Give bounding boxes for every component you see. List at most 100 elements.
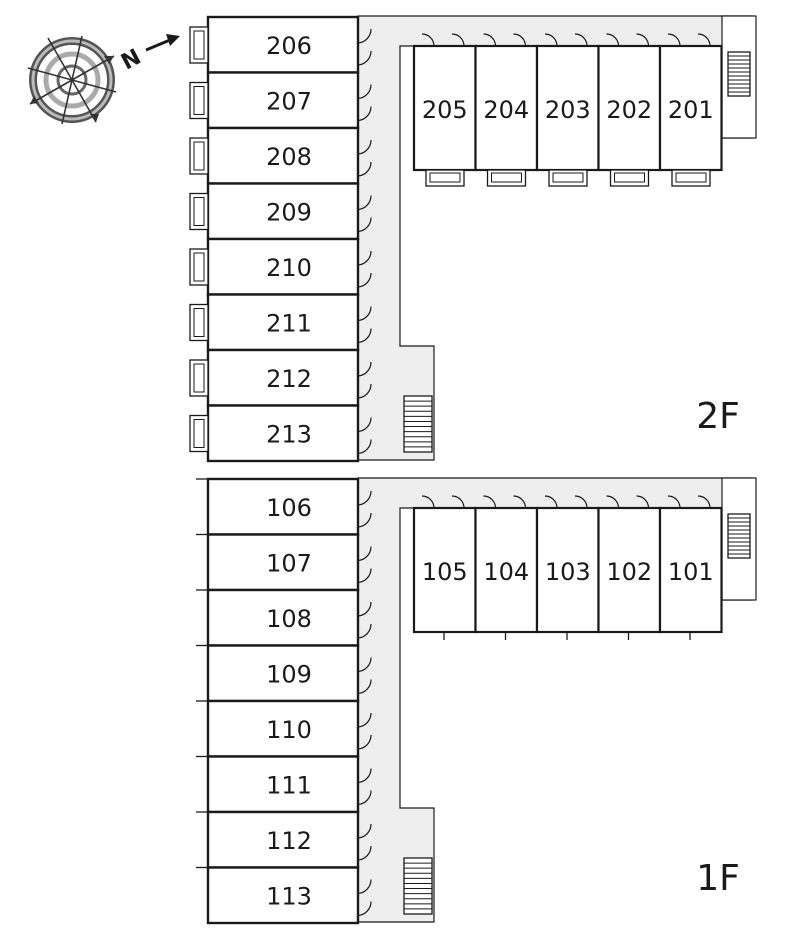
unit-label-110: 110 [266,716,312,744]
door-icon [574,495,588,509]
floor-label-2f: 2F [696,396,740,437]
door-icon [357,161,372,177]
unit-211: 211 [189,293,372,352]
door-icon [357,28,372,44]
unit-103: 103 [535,495,600,640]
unit-label-102: 102 [606,558,652,586]
door-icon [357,439,372,455]
unit-107: 107 [196,533,372,592]
unit-105: 105 [412,495,477,640]
unit-label-104: 104 [483,558,529,586]
unit-109: 109 [196,644,372,703]
unit-label-113: 113 [266,882,312,910]
door-icon [357,250,372,266]
unit-209: 209 [189,182,372,241]
balcony [189,192,209,231]
unit-label-202: 202 [606,96,652,124]
balcony [189,414,209,453]
unit-label-205: 205 [422,96,468,124]
door-icon [357,361,372,377]
door-icon [421,33,435,47]
stairs-icon [727,51,751,97]
unit-208: 208 [189,126,372,185]
door-icon [636,33,650,47]
door-icon [697,33,711,47]
door-icon [357,217,372,233]
unit-212: 212 [189,348,372,407]
balcony [671,169,711,187]
unit-label-112: 112 [266,827,312,855]
compass-rose-icon [27,35,117,125]
unit-label-111: 111 [266,771,312,799]
door-icon [357,623,372,639]
door-icon [357,512,372,528]
door-icon [357,546,372,562]
unit-102: 102 [597,495,662,640]
door-icon [357,417,372,433]
unit-201: 201 [658,33,723,187]
door-icon [357,823,372,839]
unit-label-211: 211 [266,309,312,337]
balcony [189,137,209,175]
door-icon [357,790,372,806]
unit-label-210: 210 [266,254,312,282]
door-icon [357,328,372,344]
door-icon [357,383,372,399]
unit-204: 204 [474,33,539,187]
unit-label-207: 207 [266,87,312,115]
door-icon [357,845,372,861]
balcony [425,169,465,187]
balcony [189,26,209,64]
unit-label-107: 107 [266,549,312,577]
unit-210: 210 [189,237,372,296]
north-indicator: N [117,34,180,75]
door-icon [451,33,465,47]
balcony [609,169,650,187]
unit-203: 203 [535,33,600,187]
unit-label-208: 208 [266,143,312,171]
unit-label-206: 206 [266,32,312,60]
unit-202: 202 [597,33,662,187]
unit-label-106: 106 [266,494,312,522]
unit-108: 108 [196,588,372,647]
door-icon [421,495,435,509]
door-icon [574,33,588,47]
door-icon [357,106,372,122]
door-icon [357,568,372,584]
unit-label-103: 103 [545,558,591,586]
door-icon [357,306,372,322]
door-icon [357,657,372,673]
unit-106: 106 [196,477,372,536]
stairs-icon [403,857,433,915]
door-icon [513,33,527,47]
unit-206: 206 [189,15,372,74]
stairs-icon [727,513,751,559]
unit-label-201: 201 [668,96,714,124]
door-icon [636,495,650,509]
stairs-icon [403,395,433,453]
door-icon [544,33,558,47]
unit-label-108: 108 [266,605,312,633]
unit-label-209: 209 [266,198,312,226]
door-icon [606,33,620,47]
door-icon [513,495,527,509]
balcony [189,81,209,120]
unit-label-101: 101 [668,558,714,586]
door-icon [483,33,497,47]
balcony [189,248,209,286]
balcony [189,303,209,342]
unit-104: 104 [474,495,539,640]
north-label: N [117,45,145,76]
door-icon [357,195,372,211]
door-icon [357,601,372,617]
unit-110: 110 [196,699,372,758]
door-icon [357,272,372,288]
door-icon [357,490,372,506]
door-icon [483,495,497,509]
unit-label-105: 105 [422,558,468,586]
door-icon [357,734,372,750]
